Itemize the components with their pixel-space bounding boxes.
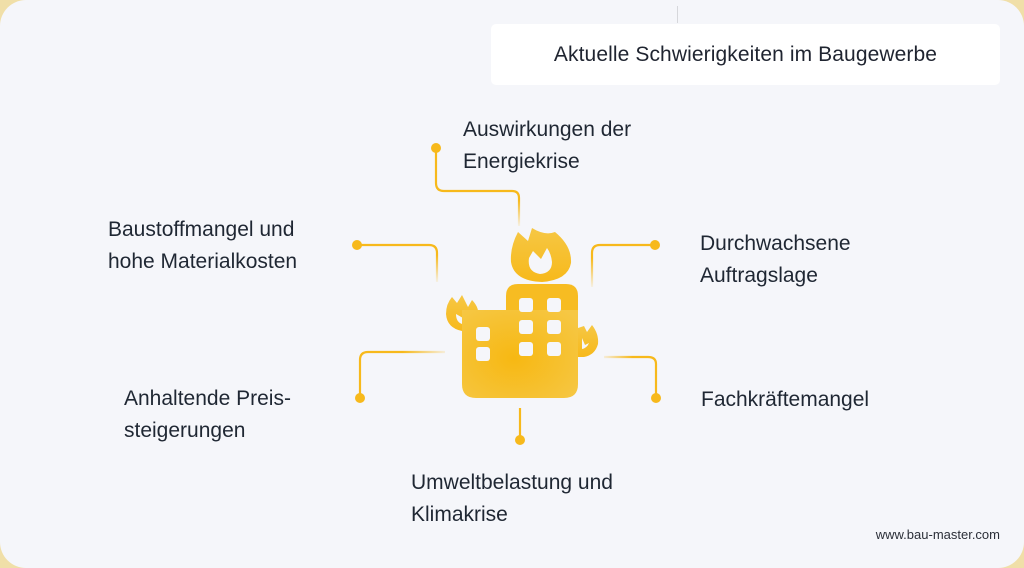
connector-upper-left	[352, 240, 439, 282]
connector-top	[431, 143, 521, 226]
connector-dot	[431, 143, 441, 153]
connector-dot	[651, 393, 661, 403]
connector-bottom	[515, 408, 525, 445]
connector-upper-right	[590, 240, 660, 287]
label-energy-crisis: Auswirkungen der Energiekrise	[463, 118, 632, 173]
title-box: Aktuelle Schwierigkeiten im Baugewerbe	[491, 24, 1000, 85]
label-skilled-labour-shortage: Fachkräftemangel	[701, 388, 870, 411]
label-order-situation: Durchwachsene Auftragslage	[700, 232, 851, 287]
connector-dot	[355, 393, 365, 403]
connector-dot	[650, 240, 660, 250]
burning-building-icon	[446, 228, 599, 398]
divider	[677, 6, 678, 23]
connector-lower-right	[604, 355, 661, 403]
connector-lower-left	[355, 350, 445, 403]
connector-dot	[352, 240, 362, 250]
label-price-increases: Anhaltende Preis- steigerungen	[124, 387, 291, 442]
window-grid	[476, 298, 561, 361]
website-link: www.bau-master.com	[875, 527, 1000, 542]
page-title: Aktuelle Schwierigkeiten im Baugewerbe	[553, 42, 938, 66]
connector-dot	[515, 435, 525, 445]
label-material-shortage: Baustoffmangel und hohe Materialkosten	[108, 218, 298, 273]
label-environment-climate: Umweltbelastung und Klimakrise	[411, 471, 613, 526]
